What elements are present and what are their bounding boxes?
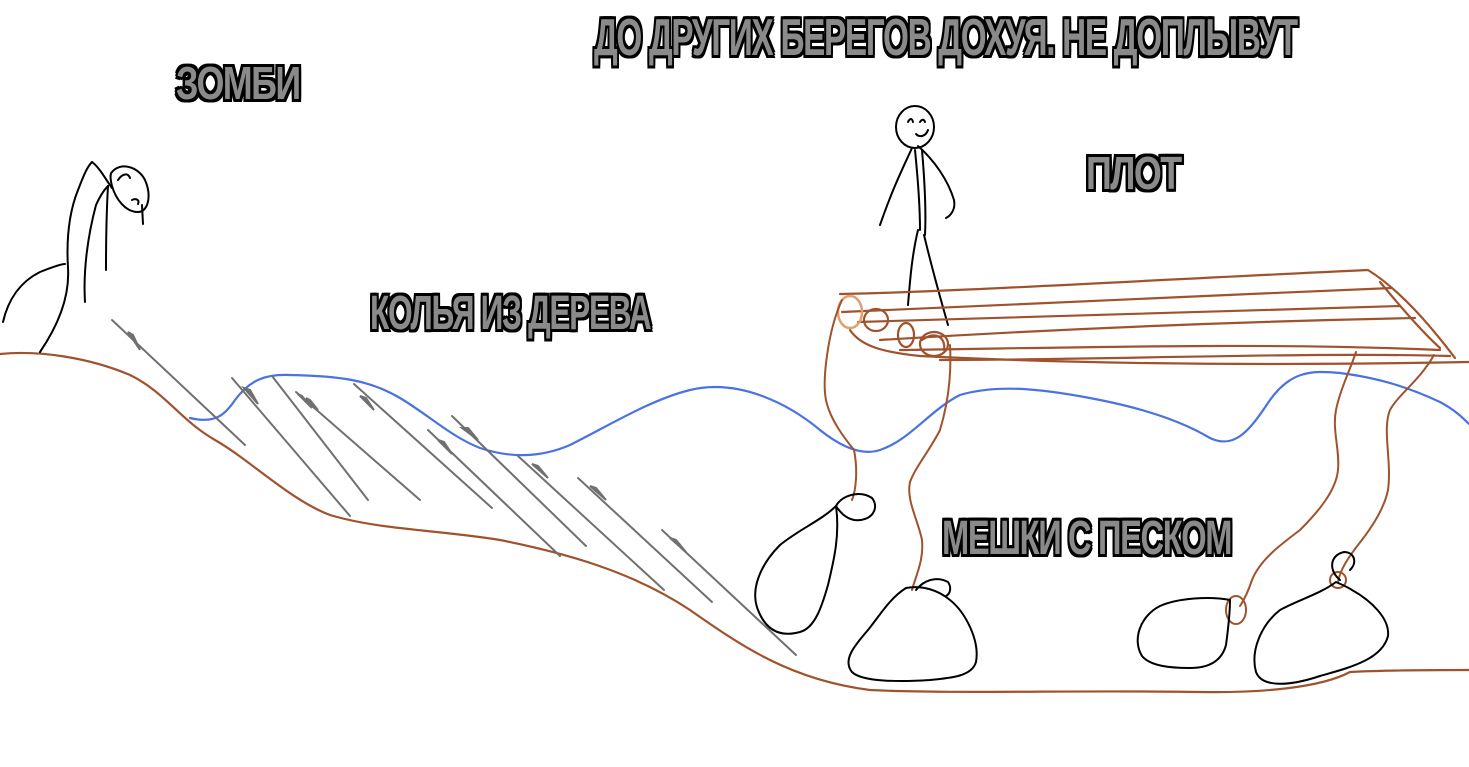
sandbags xyxy=(754,493,1390,685)
caption-raft: ПЛОТ xyxy=(1085,147,1183,199)
anchor-ropes xyxy=(823,299,1435,625)
caption-title: ДО ДРУГИХ БЕРЕГОВ ДОХУЯ. НЕ ДОПЛЫВУТ xyxy=(593,9,1298,67)
survivor-figure xyxy=(879,105,956,326)
wooden-stakes xyxy=(111,319,797,656)
sandbag-3 xyxy=(1136,597,1231,669)
sandbag-2 xyxy=(847,586,978,683)
caption-sandbags: МЕШКИ С ПЕСКОМ xyxy=(941,512,1233,565)
raft xyxy=(838,268,1469,366)
caption-stakes: КОЛЬЯ ИЗ ДЕРЕВА xyxy=(369,287,652,340)
sandbag-4 xyxy=(1253,581,1390,685)
caption-zombie: ЗОМБИ xyxy=(175,57,302,109)
ground-line xyxy=(0,351,1469,694)
zombie-figure xyxy=(2,161,150,353)
sandbag-1 xyxy=(754,493,877,635)
